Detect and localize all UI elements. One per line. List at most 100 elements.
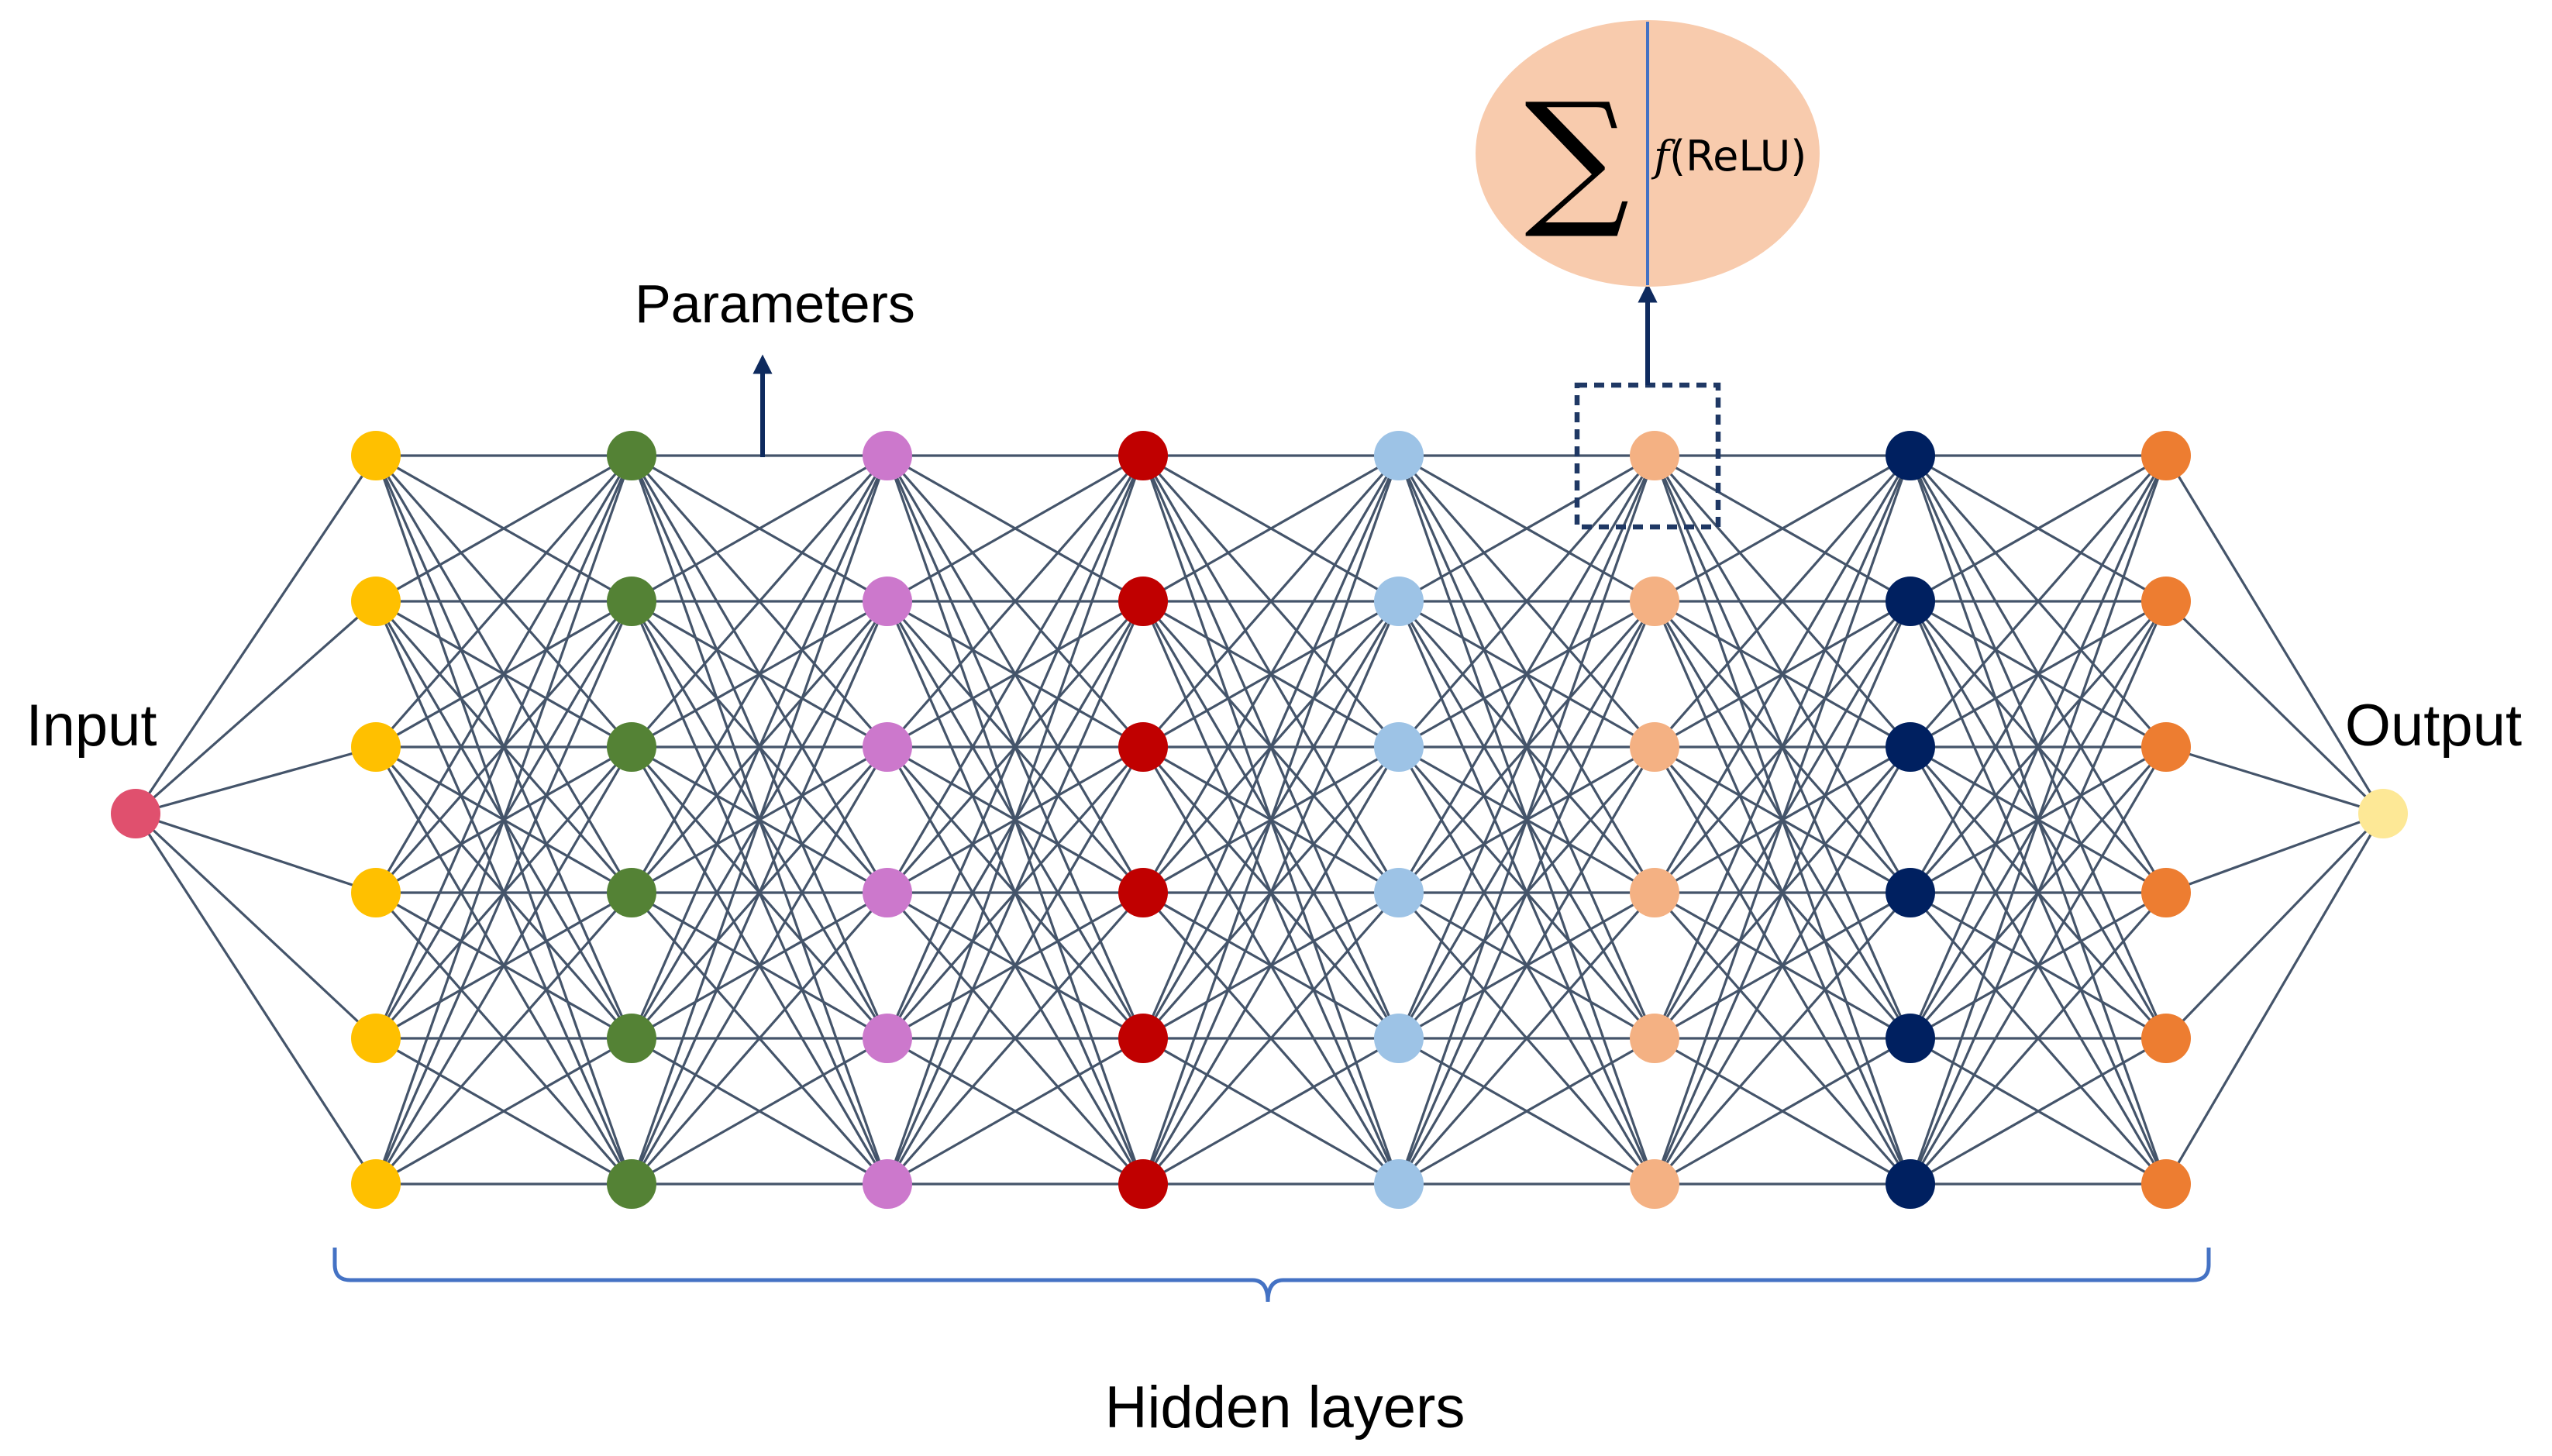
connection-line [1397,601,1656,1185]
connection-line [375,1037,632,1186]
connection-line [2165,812,2385,1040]
hidden-neuron-l4-n1 [1118,431,1168,480]
connection-line [886,455,1145,1039]
connection-line [1909,455,2168,1185]
hidden-neuron-l2-n1 [607,431,656,480]
connection-line [2165,455,2385,814]
hidden-neuron-l8-n2 [2141,577,2191,626]
hidden-neuron-l3-n3 [863,722,912,772]
hidden-neuron-l8-n4 [2141,868,2191,917]
hidden-neuron-l4-n4 [1118,868,1168,917]
connection-line [374,746,633,1185]
connection-line [630,601,889,1185]
connection-line [1142,454,1400,749]
connection-line [1653,891,1912,1186]
hidden-neuron-l1-n5 [351,1014,401,1063]
hidden-neuron-l2-n6 [607,1159,656,1209]
connection-line [1142,1037,1400,1186]
connection-line [1398,454,1655,603]
hidden-neuron-l6-n3 [1630,722,1679,772]
hidden-neuron-l7-n5 [1886,1014,1935,1063]
hidden-neuron-l4-n3 [1118,722,1168,772]
connection-line [1398,1037,1655,1186]
connection-line [630,746,889,1185]
connection-line [1910,454,2167,603]
connection-line [886,746,1145,1185]
hidden-neuron-l6-n2 [1630,577,1679,626]
connections [134,454,2385,1186]
hidden-neuron-l3-n2 [863,577,912,626]
hidden-neuron-l8-n5 [2141,1014,2191,1063]
connection-line [1653,454,1912,749]
connection-line [374,455,633,1039]
hidden-neuron-l4-n5 [1118,1014,1168,1063]
connection-line [1142,891,1400,1186]
connection-line [887,1037,1144,1186]
hidden-neuron-l4-n2 [1118,577,1168,626]
connection-line [630,891,889,1186]
hidden-neuron-l5-n5 [1374,1014,1424,1063]
connection-line [1653,601,1912,1185]
connection-line [134,455,377,814]
connection-line [2165,600,2385,815]
connection-line [1653,455,1912,1039]
hidden-neuron-l1-n1 [351,431,401,480]
hidden-neuron-l1-n4 [351,868,401,917]
hidden-neuron-l5-n2 [1374,577,1424,626]
connection-line [374,601,633,1185]
connection-line [887,454,1144,603]
connection-line [1142,455,1400,893]
hidden-neuron-l6-n5 [1630,1014,1679,1063]
connection-line [1654,1037,1911,1186]
connection-line [1142,601,1400,1185]
connection-line [886,601,1145,1185]
connection-line [1142,455,1400,1185]
hidden-neuron-l8-n1 [2141,431,2191,480]
input-neuron [111,789,160,838]
connection-line [1909,454,2168,749]
connection-line [1653,455,1912,893]
connection-line [1397,746,1656,1185]
connection-line [1909,891,2168,1186]
hidden-neuron-l1-n6 [351,1159,401,1209]
connection-line [1909,455,2168,893]
connection-line [631,1037,888,1186]
connection-line [886,891,1145,1186]
connection-line [886,455,1145,893]
connection-line [1909,455,2168,1039]
activation-label: f(ReLU) [1651,132,1806,181]
connection-line [374,454,633,749]
connection-line [1654,454,1911,603]
connection-line [134,600,377,815]
connection-line [134,812,377,1040]
activation-name: (ReLU) [1669,132,1806,181]
hidden-neuron-l3-n5 [863,1014,912,1063]
hidden-neuron-l7-n3 [1886,722,1935,772]
connection-line [1397,454,1656,749]
connection-line [2165,812,2384,894]
connection-line [1142,454,1400,603]
hidden-neuron-l7-n2 [1886,577,1935,626]
connection-line [631,454,888,603]
sum-symbol: ∑ [1524,71,1630,243]
connection-line [2165,813,2385,1185]
connection-line [135,812,377,894]
hidden-neuron-l4-n6 [1118,1159,1168,1209]
connection-line [374,455,633,1185]
connection-line [1909,746,2168,1185]
connection-line [375,454,632,603]
hidden-neuron-l6-n1 [1630,431,1679,480]
hidden-neuron-l6-n6 [1630,1159,1679,1209]
connection-line [1653,455,1912,1185]
connection-line [1910,1037,2167,1186]
hidden-neuron-l8-n3 [2141,722,2191,772]
connection-line [630,455,889,1185]
connection-line [630,455,889,1039]
input-label: Input [26,693,157,759]
hidden-neuron-l7-n6 [1886,1159,1935,1209]
hidden-neuron-l3-n1 [863,431,912,480]
hidden-neuron-l5-n6 [1374,1159,1424,1209]
hidden-neuron-l5-n3 [1374,722,1424,772]
hidden-neuron-l2-n3 [607,722,656,772]
